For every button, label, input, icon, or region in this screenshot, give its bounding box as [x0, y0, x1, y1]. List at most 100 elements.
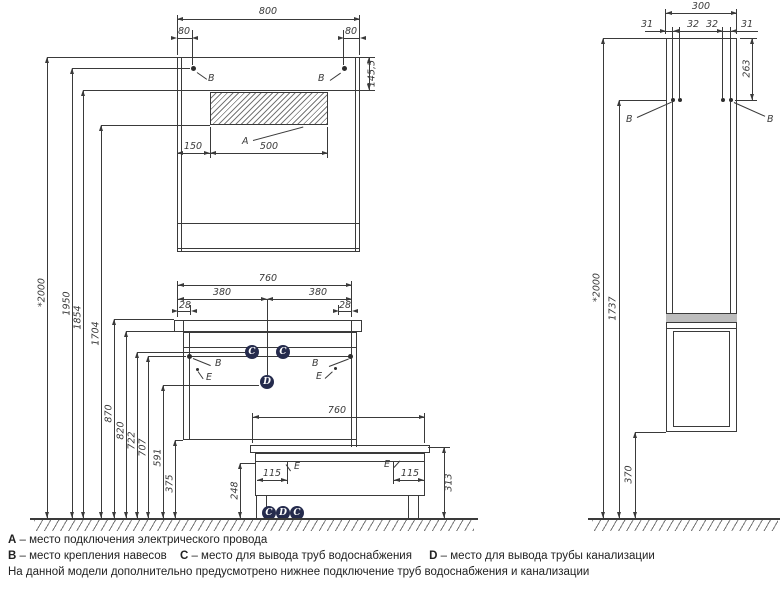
dim-28-right: 28: [338, 300, 352, 311]
dim-arrow: [322, 151, 328, 155]
dim-arrow: [161, 512, 165, 518]
dim-arrow: [633, 432, 637, 438]
hanger-point-dot: [342, 66, 347, 71]
column-outline: [666, 38, 737, 432]
dim-145-5: 145,5: [366, 59, 378, 88]
dim-arrow: [191, 309, 197, 313]
dim-760-base: 760: [327, 405, 347, 416]
dim-arrow: [360, 36, 366, 40]
extension-line: [735, 100, 757, 101]
dim-arrow: [81, 512, 85, 518]
dim-line-820: [126, 331, 127, 518]
dim-line-115R: [394, 480, 424, 481]
dim-arrow: [333, 309, 339, 313]
extension-line: [252, 413, 253, 443]
dim-col-370: 370: [623, 465, 635, 484]
dim-line-722: [137, 352, 138, 518]
dim-arrow: [346, 283, 352, 287]
dim-line-375: [175, 440, 176, 518]
dim-32-left: 32: [686, 19, 700, 30]
dim-arrow: [617, 100, 621, 106]
dim-32-right: 32: [705, 19, 719, 30]
dim-h870: 870: [103, 404, 115, 423]
dim-arrow: [70, 68, 74, 74]
dim-line-2000-col: [603, 38, 604, 518]
extension-line: [177, 15, 178, 55]
dim-arrow: [146, 356, 150, 362]
vanity-hanger-line: [189, 356, 351, 357]
dim-line-263: [752, 38, 753, 100]
dim-line-150-500: [177, 153, 328, 154]
floor-line-right: [588, 518, 780, 520]
mirror-inner-right: [355, 57, 356, 252]
dim-arrow: [367, 57, 371, 63]
dim-arrow: [146, 512, 150, 518]
countertop-joint: [351, 320, 352, 332]
leader-line: [603, 38, 666, 39]
leader-line: [47, 57, 177, 58]
leader-line: [733, 102, 766, 117]
vanity-rail-line: [183, 347, 357, 348]
dim-line-870: [114, 319, 115, 518]
dim-arrow: [601, 512, 605, 518]
center-axis-line: [267, 299, 268, 375]
dim-80-right: 80: [344, 26, 358, 37]
dim-col-2000: *2000: [591, 273, 603, 302]
column-door-edge: [730, 38, 731, 313]
dim-arrow: [173, 440, 177, 446]
marker-e-label: E: [294, 461, 301, 472]
extension-line: [192, 30, 193, 65]
marker-d-badge: D: [260, 375, 274, 389]
dim-line-80R: [344, 38, 360, 39]
base-leg: [418, 496, 419, 518]
dim-arrow: [177, 151, 183, 155]
legend-text-d: – место для вывода трубы канализации: [440, 550, 655, 562]
marker-b-label: B: [626, 114, 633, 125]
base-body: [255, 453, 425, 496]
dim-arrow: [346, 297, 352, 301]
hanger-point-dot: [187, 354, 192, 359]
outlet-point: [334, 367, 337, 370]
extension-line: [359, 15, 360, 55]
leader-line: [126, 331, 183, 332]
base-countertop: [250, 445, 430, 453]
vanity-edge-drop: [356, 440, 357, 447]
extension-line: [722, 27, 723, 98]
dim-line-300: [666, 13, 737, 14]
dim-arrow: [81, 90, 85, 96]
dim-arrow: [192, 36, 198, 40]
column-divider: [666, 313, 737, 323]
dim-arrow: [161, 385, 165, 391]
dim-arrow: [171, 36, 177, 40]
hanger-point-dot: [348, 354, 353, 359]
dim-arrow: [601, 38, 605, 44]
extension-line: [424, 413, 425, 443]
extension-line: [327, 127, 328, 158]
base-leg: [408, 496, 409, 518]
dim-150: 150: [183, 141, 203, 152]
dim-line-28L: [178, 311, 191, 312]
extension-line: [665, 9, 666, 34]
dim-arrow: [750, 38, 754, 44]
dim-h591: 591: [152, 448, 164, 467]
dim-arrow: [178, 297, 184, 301]
dim-arrow: [419, 415, 425, 419]
dim-arrow: [238, 512, 242, 518]
dim-500: 500: [259, 141, 279, 152]
dim-line-800: [177, 19, 360, 20]
extension-line: [672, 27, 673, 98]
dim-248: 248: [229, 481, 241, 500]
leader-line: [148, 356, 186, 357]
leader-line: [635, 432, 666, 433]
dim-line-28R: [339, 311, 352, 312]
floor-line-left: [30, 518, 478, 520]
marker-b-label: B: [767, 114, 774, 125]
dim-arrow: [112, 512, 116, 518]
dim-31-left: 31: [640, 19, 654, 30]
legend-line-1: A – место подключения электрического про…: [8, 534, 267, 546]
marker-b-label: B: [318, 73, 325, 84]
legend-text-c: – место для вывода труб водоснабжения: [191, 550, 412, 562]
dim-arrow: [178, 283, 184, 287]
hanger-point-dot: [678, 98, 682, 102]
dim-col-1737: 1737: [607, 296, 619, 321]
